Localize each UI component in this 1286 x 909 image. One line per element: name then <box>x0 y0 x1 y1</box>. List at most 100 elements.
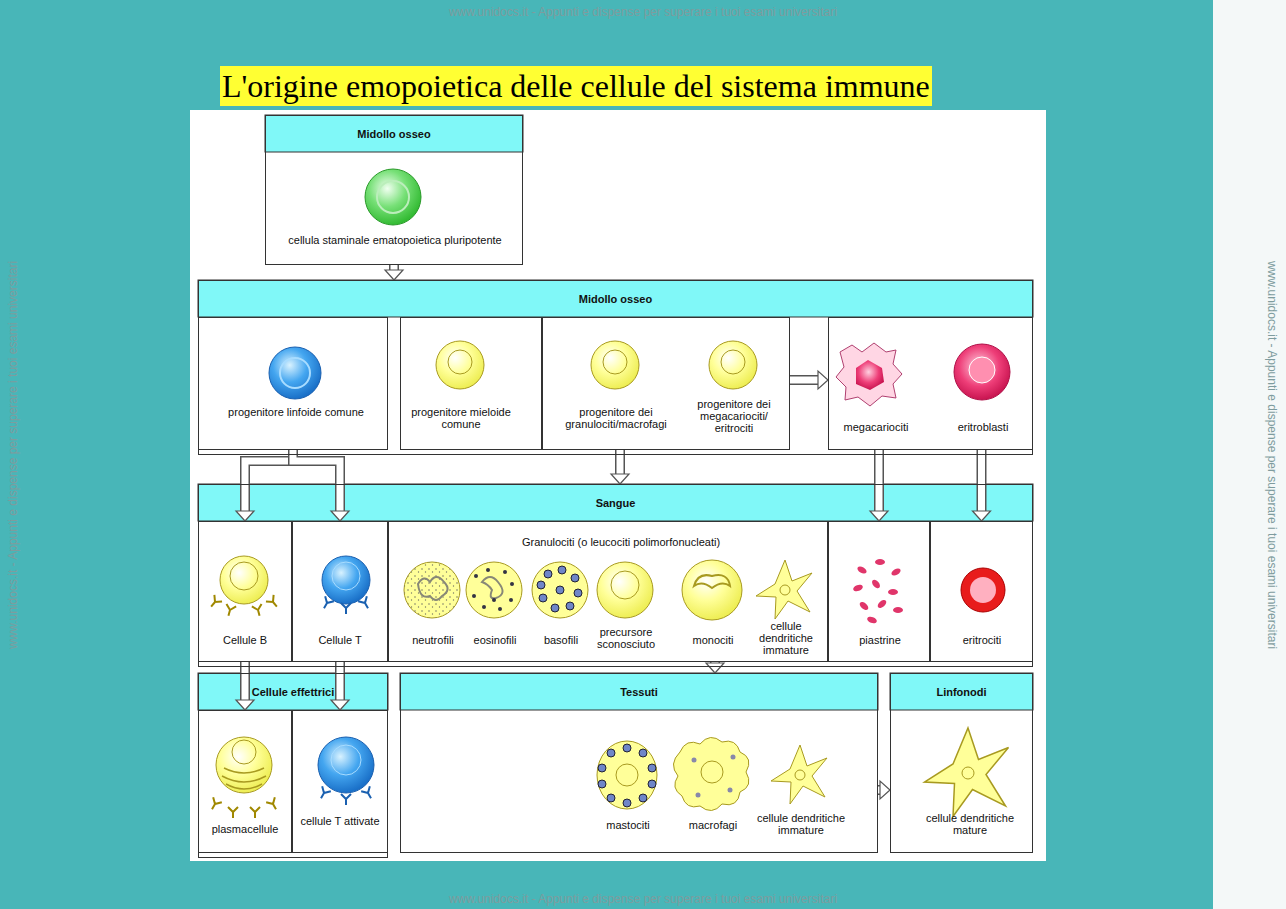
platelets-part <box>866 615 877 624</box>
section-header: Midollo osseo <box>266 116 522 153</box>
plasma-cell-part <box>228 807 238 818</box>
watermark: www.unidocs.it - Appunti e dispense per … <box>449 5 837 19</box>
platelets-part <box>858 600 870 611</box>
arrow-body <box>293 450 340 511</box>
platelets-part <box>875 559 885 565</box>
t-cell <box>320 556 373 614</box>
arrow-head <box>331 511 349 521</box>
mast-cell-part-part <box>648 780 656 788</box>
macrophage <box>673 737 748 810</box>
erythroblast <box>954 344 1010 400</box>
cell-label: Cellule B <box>201 634 289 646</box>
b-cell <box>207 556 280 617</box>
macrophage-part-part <box>696 793 701 798</box>
arrow-body <box>242 662 249 700</box>
macrophage-part-part <box>731 755 736 760</box>
neutrophil <box>404 562 460 618</box>
header-bands-part <box>265 115 523 152</box>
progenitor-nuclei-part <box>448 350 472 374</box>
block-arrow <box>878 781 890 799</box>
tissue-dendritic-cell <box>771 745 827 804</box>
arrow-head <box>706 663 724 673</box>
cell-box: megacariocitieritroblasti <box>828 317 1033 450</box>
watermark: www.unidocs.it - Appunti e dispense per … <box>449 892 837 906</box>
cell-label: cellule dendritiche immature <box>745 620 827 656</box>
section-header: Tessuti <box>401 674 877 711</box>
mast-cell-part-part <box>648 764 656 772</box>
eosinophil-part <box>466 562 522 618</box>
eosinophil-part-part <box>510 582 514 586</box>
eosinophil-part-part <box>498 607 502 611</box>
block-arrow <box>790 371 828 389</box>
monocyte-part <box>682 560 742 620</box>
header-bands <box>198 115 1033 710</box>
block-arrow <box>706 662 724 673</box>
arrow-outline <box>790 375 818 385</box>
unknown-precursor <box>597 562 653 618</box>
mast-cell-part-part <box>598 780 606 788</box>
progenitor-nuclei-part <box>603 350 627 374</box>
myeloid-progenitors-part <box>709 341 757 389</box>
platelets-part <box>890 567 902 577</box>
progenitor-nuclei <box>448 350 745 374</box>
basophil-part-part <box>556 586 564 594</box>
cell-label: cellule T attivate <box>300 815 380 827</box>
immature-dendritic-cell-part <box>756 560 812 619</box>
basophil-part-part <box>537 581 545 589</box>
arrow-outline <box>335 662 345 700</box>
b-cell-part <box>252 604 265 617</box>
eosinophil-part-part <box>472 594 476 598</box>
arrow-head <box>870 511 888 521</box>
unknown-precursor-part <box>597 562 653 618</box>
macrophage-part <box>701 761 723 783</box>
arrow-outline <box>240 662 250 700</box>
background-part <box>190 110 1046 861</box>
arrow-body <box>617 450 624 474</box>
basophil-part-part <box>571 574 579 582</box>
erythrocyte-part <box>961 568 1005 612</box>
platelets-part <box>856 565 868 575</box>
header-bands-part <box>198 280 1033 317</box>
eosinophil-part <box>482 577 503 598</box>
mature-dendritic-cell <box>925 728 1009 817</box>
mast-cell-part-part <box>639 794 647 802</box>
cell-box: progenitore mieloide comune <box>400 317 542 450</box>
neutrophil-part <box>418 577 448 600</box>
section-band: Tessutimastocitimacrofagicellule dendrit… <box>400 673 878 853</box>
cell-label: eritroblasti <box>938 421 1028 433</box>
arrow-outline <box>293 450 340 511</box>
cell-label: progenitore dei granulociti/macrofagi <box>554 406 678 430</box>
lymphoid-progenitor-part <box>280 358 310 388</box>
page-title: L'origine emopoietica delle cellule del … <box>220 66 932 106</box>
mast-cell-part <box>616 764 638 786</box>
section-header: Sangue <box>199 485 1032 522</box>
arrow-body <box>790 377 818 384</box>
arrow-outline <box>977 450 987 511</box>
mature-dendritic-cell-part <box>925 728 1009 817</box>
block-arrow <box>870 450 888 521</box>
header-bands-part <box>400 673 878 710</box>
basophil-part-part <box>566 602 574 610</box>
cell-box: plasmacellule <box>198 710 292 853</box>
mast-cell <box>597 741 657 809</box>
cell-box: Cellule B <box>198 521 292 662</box>
arrow-body <box>337 662 344 700</box>
arrow-outline <box>245 450 293 511</box>
arrow-head <box>611 474 629 484</box>
plasma-cell-part <box>216 737 272 793</box>
progenitor-nuclei-part <box>721 350 745 374</box>
t-cell-part <box>358 596 372 611</box>
arrow-head <box>880 781 890 799</box>
eosinophil-part-part <box>486 568 490 572</box>
cell-label: eritrociti <box>937 634 1027 646</box>
arrow-outline <box>874 450 884 511</box>
mature-dendritic-cell-part <box>962 767 974 779</box>
cell-label: cellule dendritiche mature <box>914 812 1026 836</box>
basophil-part-part <box>539 594 547 602</box>
neutrophil-part <box>404 562 460 618</box>
stem-cell-part <box>377 181 409 213</box>
section-header: Linfonodi <box>891 674 1032 711</box>
eosinophil-part-part <box>509 598 513 602</box>
t-cell-part <box>341 603 351 614</box>
